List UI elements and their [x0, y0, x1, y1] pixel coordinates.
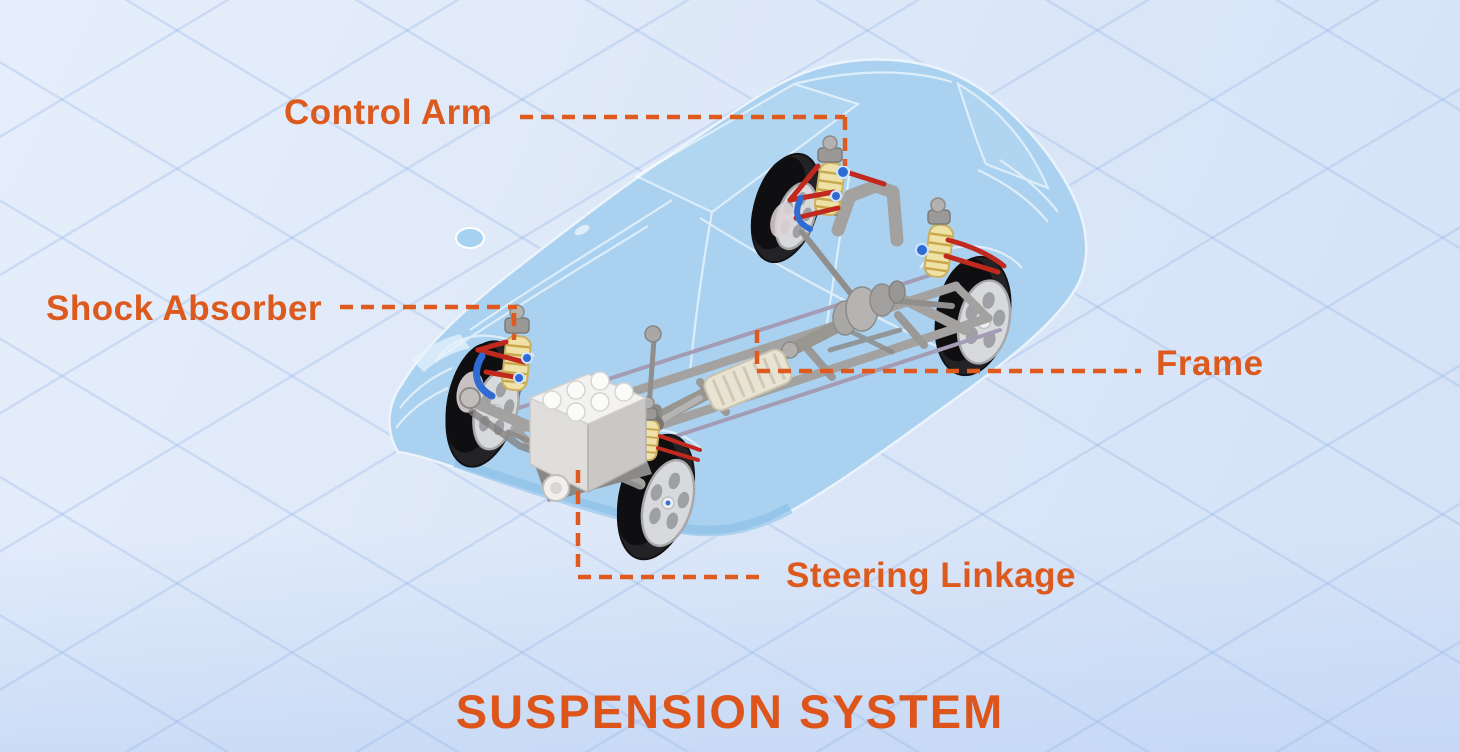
label-control-arm: Control Arm: [284, 93, 493, 132]
differential: [799, 229, 955, 336]
headlight: [412, 334, 470, 372]
suspension-rear-right: [915, 197, 1007, 278]
coil-spring-rear-right: [923, 223, 955, 278]
control-arm-front-right: [656, 434, 702, 462]
diagram-title: SUSPENSION SYSTEM: [455, 685, 1005, 738]
steering-knuckle-link-front-left: [473, 352, 496, 400]
label-frame: Frame: [1156, 344, 1264, 383]
coil-spring-rear-left: [813, 161, 846, 217]
bolt-rear-left-upper: [836, 165, 850, 179]
suspension-front-left: [473, 304, 533, 400]
suspension-rear-left: [787, 135, 887, 232]
label-steering-linkage: Steering Linkage: [786, 556, 1077, 595]
side-mirror: [455, 227, 485, 249]
engine-cylinders: [542, 371, 634, 422]
muffler: [703, 348, 793, 412]
bolt-front-left-upper: [521, 352, 533, 364]
control-arm-rear-right: [943, 237, 1007, 275]
control-arm-rear-left: [787, 163, 887, 221]
bolt-rear-right: [915, 243, 929, 257]
bolt-front-left-lower: [513, 372, 525, 384]
steering-knuckle-link-rear-left: [794, 195, 813, 232]
leader-lines: [340, 114, 1141, 580]
label-shock-absorber: Shock Absorber: [46, 289, 323, 328]
engine-block: [528, 371, 652, 502]
brake-disc-rear-left: [770, 202, 794, 238]
shock-absorber-cap-front-left: [504, 317, 530, 334]
door-handle: [574, 224, 590, 236]
bolt-rear-left-lower: [830, 190, 842, 202]
